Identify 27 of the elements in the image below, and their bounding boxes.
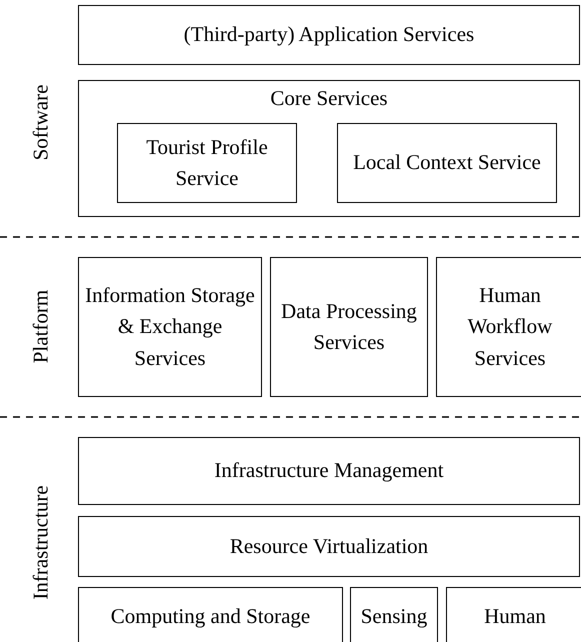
service-box (446, 587, 581, 642)
box-label: Computing and Storage (110, 603, 312, 630)
service-box (78, 437, 580, 505)
box-label: Human (483, 603, 547, 630)
box-label: Information Storage & Exchange Services (84, 282, 256, 372)
box-label: Human Workflow Services (466, 282, 554, 372)
box-label: Infrastructure Management (213, 457, 445, 484)
service-box (350, 587, 438, 642)
box-label: (Third-party) Application Services (182, 21, 476, 48)
service-box (117, 123, 297, 203)
box-label: Local Context Service (352, 149, 542, 176)
service-box (78, 587, 343, 642)
service-box (270, 257, 428, 397)
service-box (337, 123, 557, 203)
service-box (78, 5, 580, 65)
box-label: Sensing (360, 603, 428, 630)
layer-label: Infrastructure (28, 484, 54, 600)
box-label: Data Processing Services (280, 298, 418, 356)
layer-label: Software (28, 84, 54, 160)
box-heading: Core Services (269, 85, 389, 112)
service-box (436, 257, 581, 397)
box-label: Resource Virtualization (228, 532, 430, 560)
service-box (78, 80, 580, 217)
service-box (78, 257, 262, 397)
layer-label: Platform (28, 289, 54, 363)
box-label: Tourist Profile Service (145, 134, 269, 192)
service-box (78, 516, 580, 577)
